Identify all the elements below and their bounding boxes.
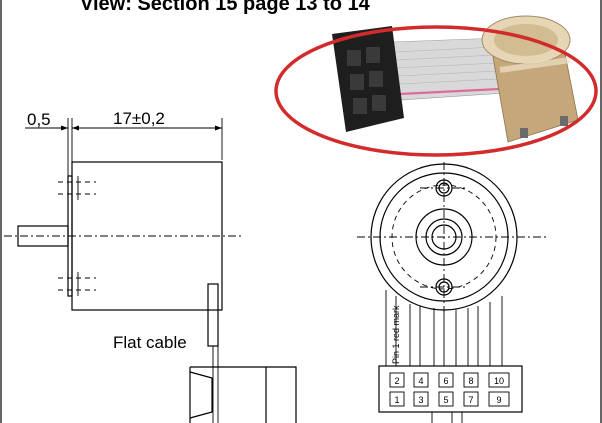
pin-number: 5 <box>443 395 448 405</box>
dim-arrow <box>215 125 222 131</box>
pin-number: 4 <box>418 376 423 386</box>
pin-number: 10 <box>494 376 504 386</box>
pin-box <box>488 391 510 407</box>
pin-number: 2 <box>394 376 399 386</box>
dim-gap-label: 0,5 <box>27 110 51 129</box>
dim-arrow <box>61 125 68 131</box>
pin-number: 7 <box>468 395 473 405</box>
connector-latch <box>189 371 213 419</box>
connector-photo <box>332 26 404 132</box>
highlight-ellipse <box>274 25 598 157</box>
front-view: Pin 1 red mark 2 4 6 8 10 1 3 5 7 9 <box>357 162 548 423</box>
pin-box <box>413 372 429 388</box>
header-title: View: Section 15 page 13 to 14 <box>80 0 371 15</box>
pin-box <box>488 372 510 388</box>
flat-cable-label: Flat cable <box>113 333 187 352</box>
pin-number: 9 <box>496 395 501 405</box>
pin-number: 3 <box>418 395 423 405</box>
pin-number: 1 <box>394 395 399 405</box>
pin-number: 8 <box>468 376 473 386</box>
pin-box <box>463 372 479 388</box>
pin-box <box>438 372 454 388</box>
connector-side <box>190 366 297 423</box>
pin-number: 6 <box>443 376 448 386</box>
side-view: 0,5 17±0,2 Flat cable <box>4 109 297 423</box>
cable-exit <box>207 283 219 347</box>
pin-box <box>389 372 405 388</box>
dim-length-label: 17±0,2 <box>113 109 165 128</box>
pin-box <box>413 391 429 407</box>
pin-mark-label: Pin 1 red mark <box>391 305 401 364</box>
ribbon-wires <box>385 290 503 366</box>
pin-box <box>438 391 454 407</box>
pin-box <box>389 391 405 407</box>
pin-grid: 2 4 6 8 10 1 3 5 7 9 <box>389 372 510 407</box>
connector-front <box>378 365 523 413</box>
product-photo <box>274 15 598 157</box>
pin-box <box>463 391 479 407</box>
